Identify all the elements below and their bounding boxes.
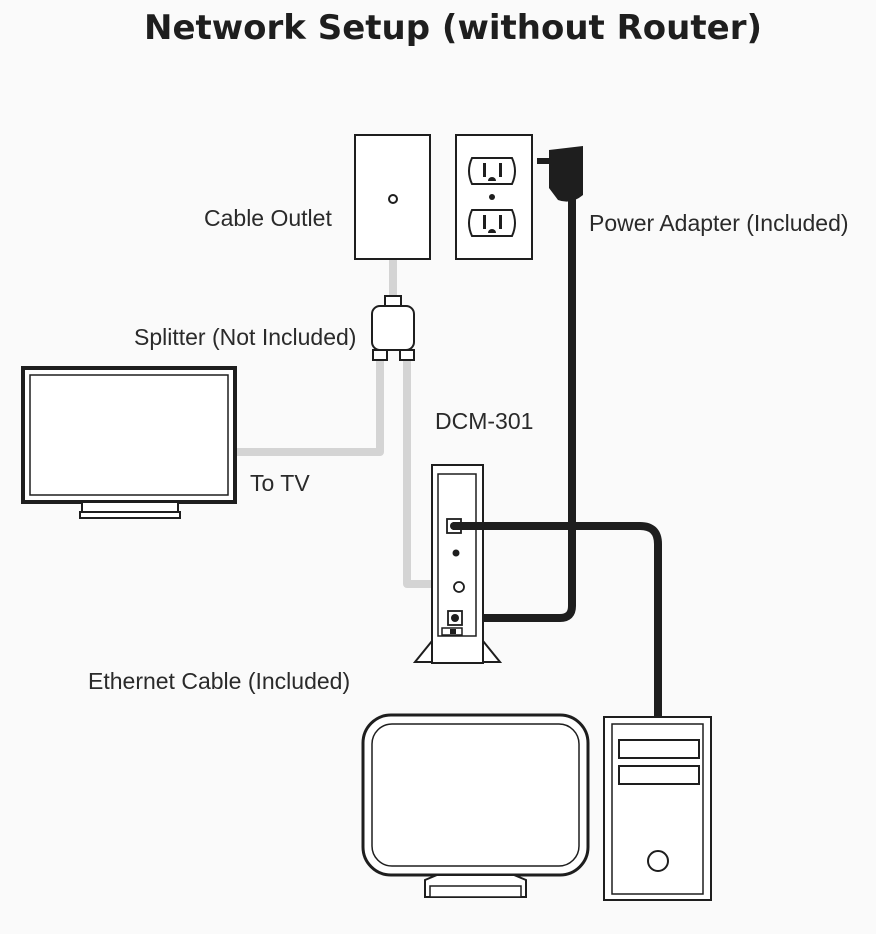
tv	[21, 366, 237, 519]
splitter	[371, 295, 415, 361]
modem-coax-port	[453, 581, 465, 593]
modem-led	[452, 549, 460, 557]
power-adapter	[451, 146, 583, 622]
modem	[412, 464, 503, 664]
computer-monitor	[361, 713, 590, 898]
cable-outlet-jack	[388, 194, 398, 204]
power-cable	[451, 196, 576, 622]
power-outlet	[455, 134, 533, 260]
tower-power-button	[647, 850, 669, 872]
tower-drive-bay-1	[618, 739, 700, 759]
cable-outlet	[354, 134, 431, 260]
outlet-socket-bottom	[468, 209, 516, 237]
ethernet-cable	[453, 522, 662, 718]
label-power-adapter: Power Adapter (Included)	[589, 210, 849, 236]
outlet-socket-top	[468, 157, 516, 185]
tower-drive-bay-2	[618, 765, 700, 785]
diagram-title: Network Setup (without Router)	[144, 8, 762, 48]
label-to-tv: To TV	[250, 470, 310, 496]
coax-splitter-to-tv	[236, 360, 384, 456]
label-ethernet-cable: Ethernet Cable (Included)	[88, 668, 350, 694]
computer-tower	[603, 716, 712, 901]
label-modem: DCM-301	[435, 408, 533, 434]
label-splitter: Splitter (Not Included)	[134, 324, 356, 350]
label-cable-outlet: Cable Outlet	[204, 205, 332, 231]
